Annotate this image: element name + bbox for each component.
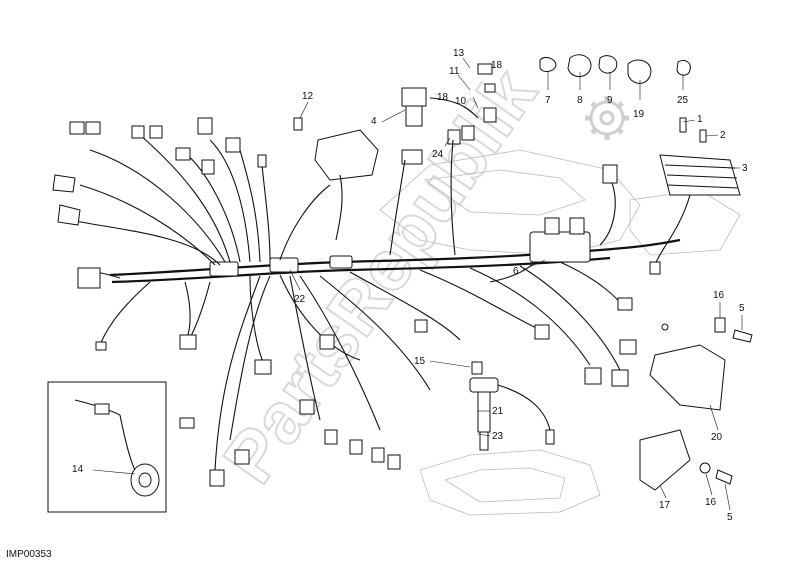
leader-lines — [92, 57, 743, 511]
callout-1: 1 — [697, 114, 703, 125]
callout-7: 7 — [545, 95, 551, 106]
frame-outline — [379, 149, 741, 516]
upper-left-branches — [52, 117, 331, 351]
callout-24: 24 — [432, 149, 444, 160]
callout-20: 20 — [711, 432, 723, 443]
callout-13: 13 — [453, 48, 465, 59]
callout-19: 19 — [633, 109, 645, 120]
main-harness — [109, 238, 681, 284]
callout-10: 10 — [455, 96, 467, 107]
callout-4: 4 — [371, 116, 377, 127]
callout-22: 22 — [294, 294, 306, 305]
ignition-coil-group — [469, 361, 555, 451]
callout-16-lower: 16 — [705, 497, 717, 508]
horn-inset — [47, 381, 167, 513]
fuse-box-group — [293, 63, 497, 256]
callout-2: 2 — [720, 130, 726, 141]
callout-8: 8 — [577, 95, 583, 106]
callout-25: 25 — [677, 95, 689, 106]
callout-16-upper: 16 — [713, 290, 725, 301]
mounting-brackets — [639, 317, 753, 491]
diagram-code: IMP00353 — [6, 549, 52, 560]
callout-5-upper: 5 — [739, 303, 745, 314]
callout-12: 12 — [302, 91, 314, 102]
callout-23: 23 — [492, 431, 504, 442]
callout-15: 15 — [414, 356, 426, 367]
callout-9: 9 — [607, 95, 613, 106]
callout-18-top: 18 — [491, 60, 503, 71]
regulator-group — [599, 117, 741, 275]
cable-clamps — [539, 54, 691, 84]
callout-17: 17 — [659, 500, 671, 511]
callout-6: 6 — [513, 266, 519, 277]
relay-group — [489, 217, 591, 283]
callout-21: 21 — [492, 406, 504, 417]
callout-3: 3 — [742, 163, 748, 174]
lower-branches — [179, 261, 637, 487]
callout-labels: 13 11 18 18 10 12 4 24 7 8 9 19 25 1 2 3… — [72, 48, 748, 523]
callout-11: 11 — [449, 66, 460, 77]
gear-logo-icon — [585, 96, 629, 140]
callout-5-lower: 5 — [727, 512, 733, 523]
callout-14: 14 — [72, 464, 84, 475]
callout-18-mid: 18 — [437, 92, 449, 103]
